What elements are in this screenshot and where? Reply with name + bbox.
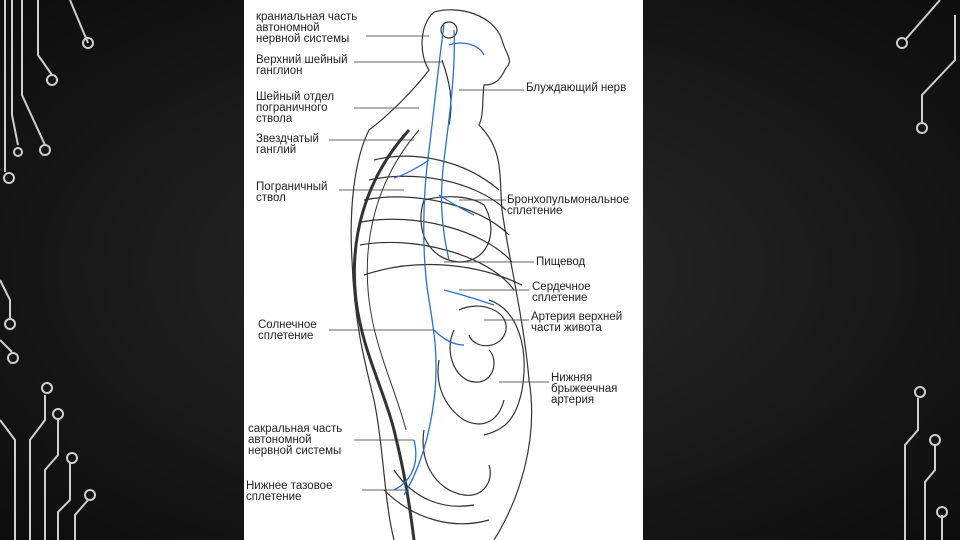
label-inferior-mesenteric-artery: Нижняя брыжеечная артерия: [551, 373, 617, 406]
label-solar-plexus: Солнечное сплетение: [258, 320, 317, 342]
label-sacral-part: сакральная часть автономной нервной сист…: [248, 424, 342, 457]
label-upper-abdomen-artery: Артерия верхней части живота: [531, 312, 622, 334]
label-border-trunk: Пограничный ствол: [256, 182, 327, 204]
label-lower-pelvic-plexus: Нижнее тазовое сплетение: [246, 481, 332, 503]
label-bronchopulmonary-plexus: Бронхопульмональное сплетение: [507, 195, 629, 217]
label-upper-cervical-ganglion: Верхний шейный ганглион: [256, 55, 348, 77]
autonomic-nervous-system-figure: краниальная часть автономной нервной сис…: [244, 0, 643, 540]
label-vagus-nerve: Блуждающий нерв: [526, 83, 626, 94]
label-cervical-trunk: Шейный отдел пограничного ствола: [256, 92, 334, 125]
label-esophagus: Пищевод: [536, 257, 585, 268]
label-stellate-ganglion: Звездчатый ганглий: [256, 134, 319, 156]
body-anatomy-illustration: [244, 0, 643, 540]
label-cardiac-plexus: Сердечное сплетение: [532, 282, 591, 304]
label-cranial-part: краниальная часть автономной нервной сис…: [256, 12, 357, 45]
